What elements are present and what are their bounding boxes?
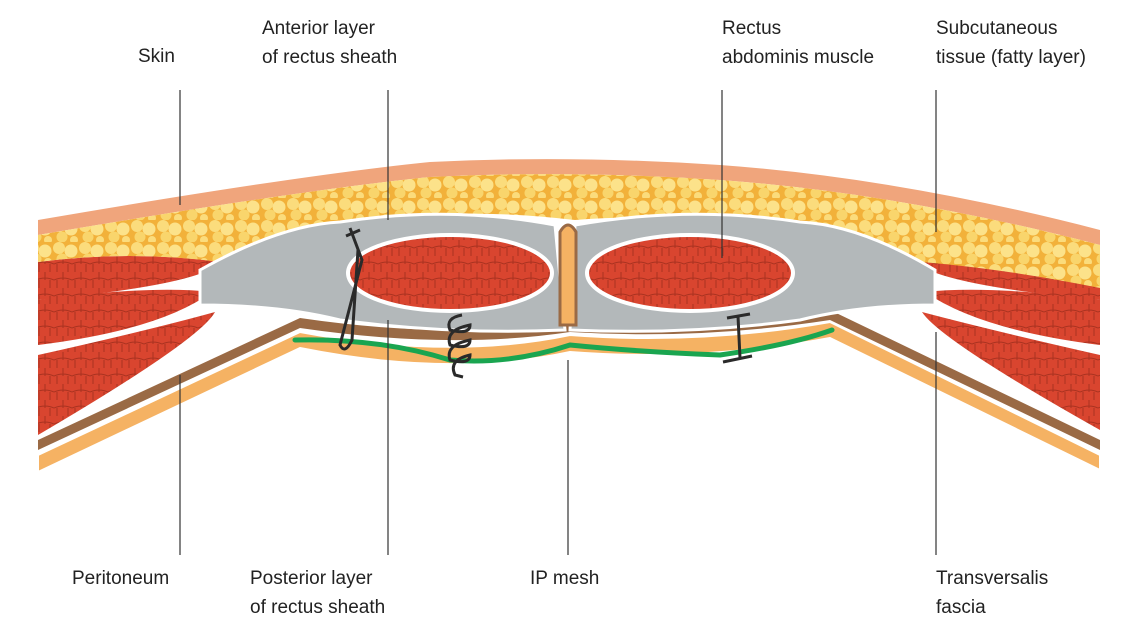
rectus-muscle-left bbox=[346, 233, 554, 313]
lateral-muscles-left bbox=[38, 256, 222, 435]
label-peritoneum: Peritoneum bbox=[72, 568, 170, 589]
subcutaneous-fat-layer bbox=[38, 174, 1100, 288]
ip-mesh bbox=[292, 327, 835, 364]
peritoneum-layer bbox=[37, 320, 1101, 474]
tacker-coil-icon bbox=[447, 313, 472, 379]
tack-icon bbox=[722, 312, 753, 364]
rectus-muscle-right bbox=[585, 233, 795, 313]
label-ip-mesh: IP mesh bbox=[530, 568, 600, 589]
label-skin: Skin bbox=[138, 46, 175, 67]
linea-alba bbox=[558, 223, 578, 327]
skin-layer bbox=[38, 159, 1100, 245]
suture-icon bbox=[338, 227, 364, 351]
leader-lines bbox=[179, 90, 937, 555]
